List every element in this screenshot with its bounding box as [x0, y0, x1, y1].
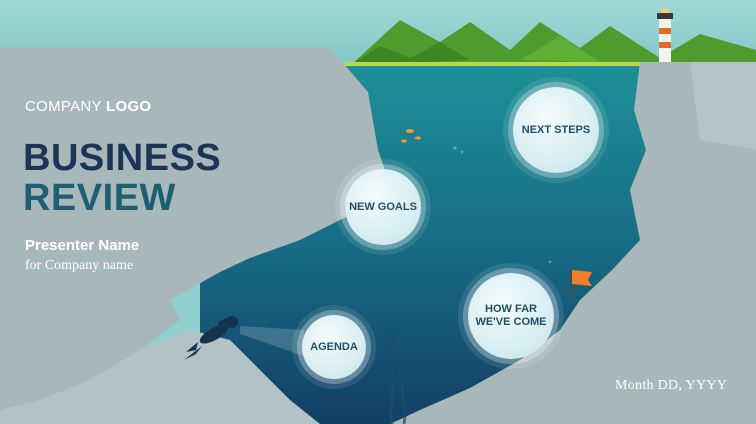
new-goals-bubble[interactable]: NEW GOALS [345, 169, 421, 245]
company-name: for Company name [25, 258, 134, 273]
seaweed-decoration [387, 329, 407, 424]
agenda-bubble[interactable]: AGENDA [302, 315, 366, 379]
presentation-date: Month DD, YYYY [615, 378, 728, 393]
flag-icon [570, 270, 592, 300]
next-steps-label: NEXT STEPS [521, 123, 591, 136]
diver-icon [184, 316, 238, 360]
title-line-2: REVIEW [23, 177, 176, 219]
title-line-1: BUSINESS [23, 137, 222, 179]
logo-prefix: COMPANY [25, 98, 102, 115]
right-rock [390, 62, 756, 424]
new-goals-label: NEW GOALS [349, 200, 417, 213]
diver-light-beam [240, 326, 304, 356]
slide-title: BUSINESS REVIEW [23, 138, 221, 218]
fish-icon [401, 129, 421, 143]
logo-bold: LOGO [106, 98, 152, 115]
agenda-label: AGENDA [310, 340, 358, 353]
how-far-line-2: WE'VE COME [475, 316, 547, 328]
company-logo: COMPANY LOGO [25, 98, 151, 115]
presenter-name: Presenter Name [25, 237, 140, 254]
how-far-line-1: HOW FAR [485, 303, 537, 315]
left-rock [0, 48, 392, 368]
next-steps-bubble[interactable]: NEXT STEPS [513, 87, 599, 173]
lighthouse-icon [657, 9, 673, 62]
